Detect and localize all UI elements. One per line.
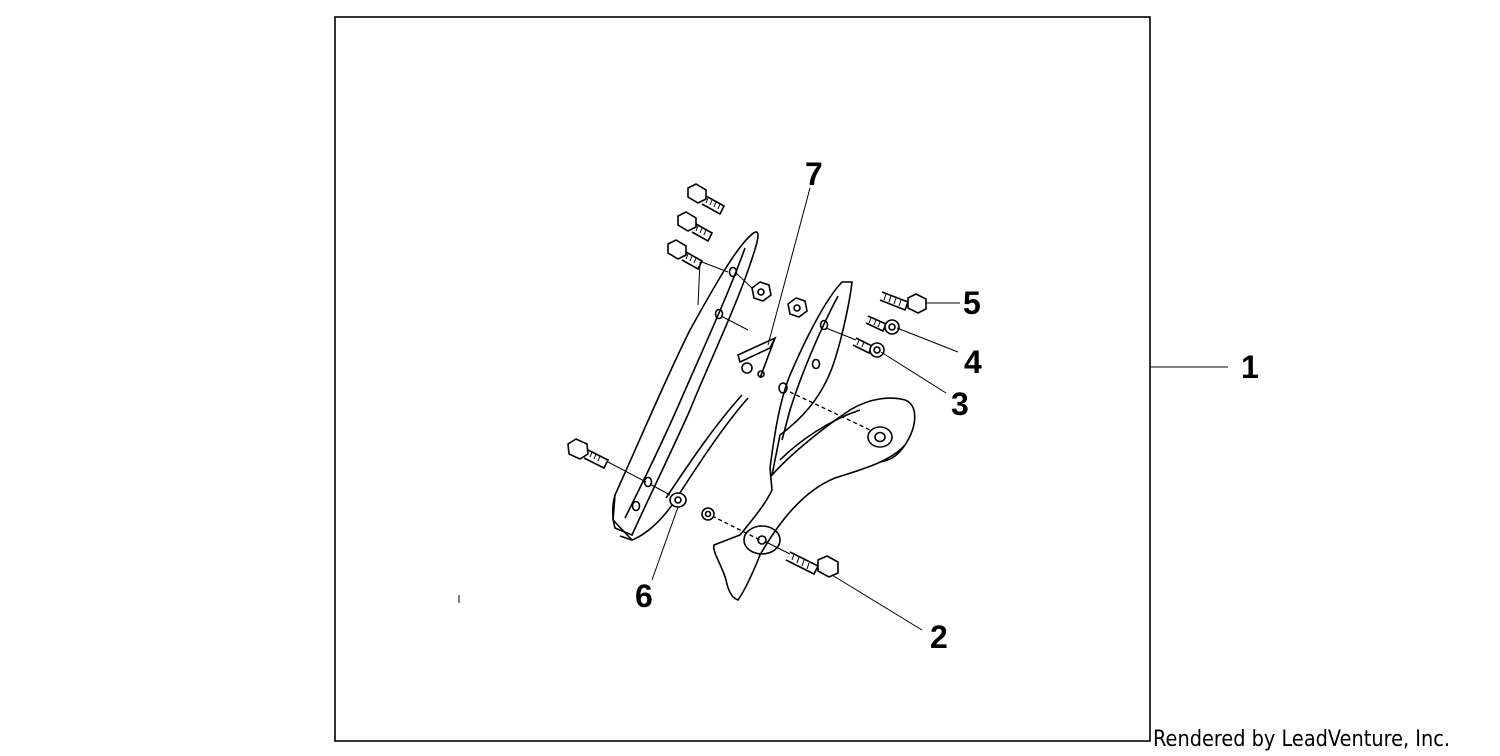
nut-left-lower[interactable] [720,315,765,378]
callout-3: 3 [951,386,969,422]
callout-5: 5 [963,285,981,321]
bolt-5[interactable] [879,291,927,314]
callout-7: 7 [805,156,823,192]
left-bracket[interactable] [611,231,777,541]
nut-left-upper[interactable] [735,272,772,302]
bolt-top-3[interactable] [667,239,729,273]
bolt-top-2[interactable] [677,211,714,243]
callout-2: 2 [930,619,948,655]
bolt-2[interactable] [765,541,839,578]
callout-4: 4 [964,344,982,380]
diagram-frame [334,16,1151,742]
bolt-top-1[interactable] [687,183,726,216]
right-bracket[interactable] [711,281,916,601]
callout-6: 6 [635,578,653,614]
leader-lines [651,187,1228,631]
bolt-3[interactable] [825,327,885,358]
callout-1: 1 [1241,349,1259,385]
washer-right-lower[interactable] [701,507,715,521]
nut-right-upper[interactable] [787,297,808,318]
bolt-4[interactable] [865,315,900,335]
bolt-left-bottom[interactable] [567,438,647,483]
credit-text: Rendered by LeadVenture, Inc. [1153,727,1450,752]
washer-6[interactable] [649,483,687,508]
